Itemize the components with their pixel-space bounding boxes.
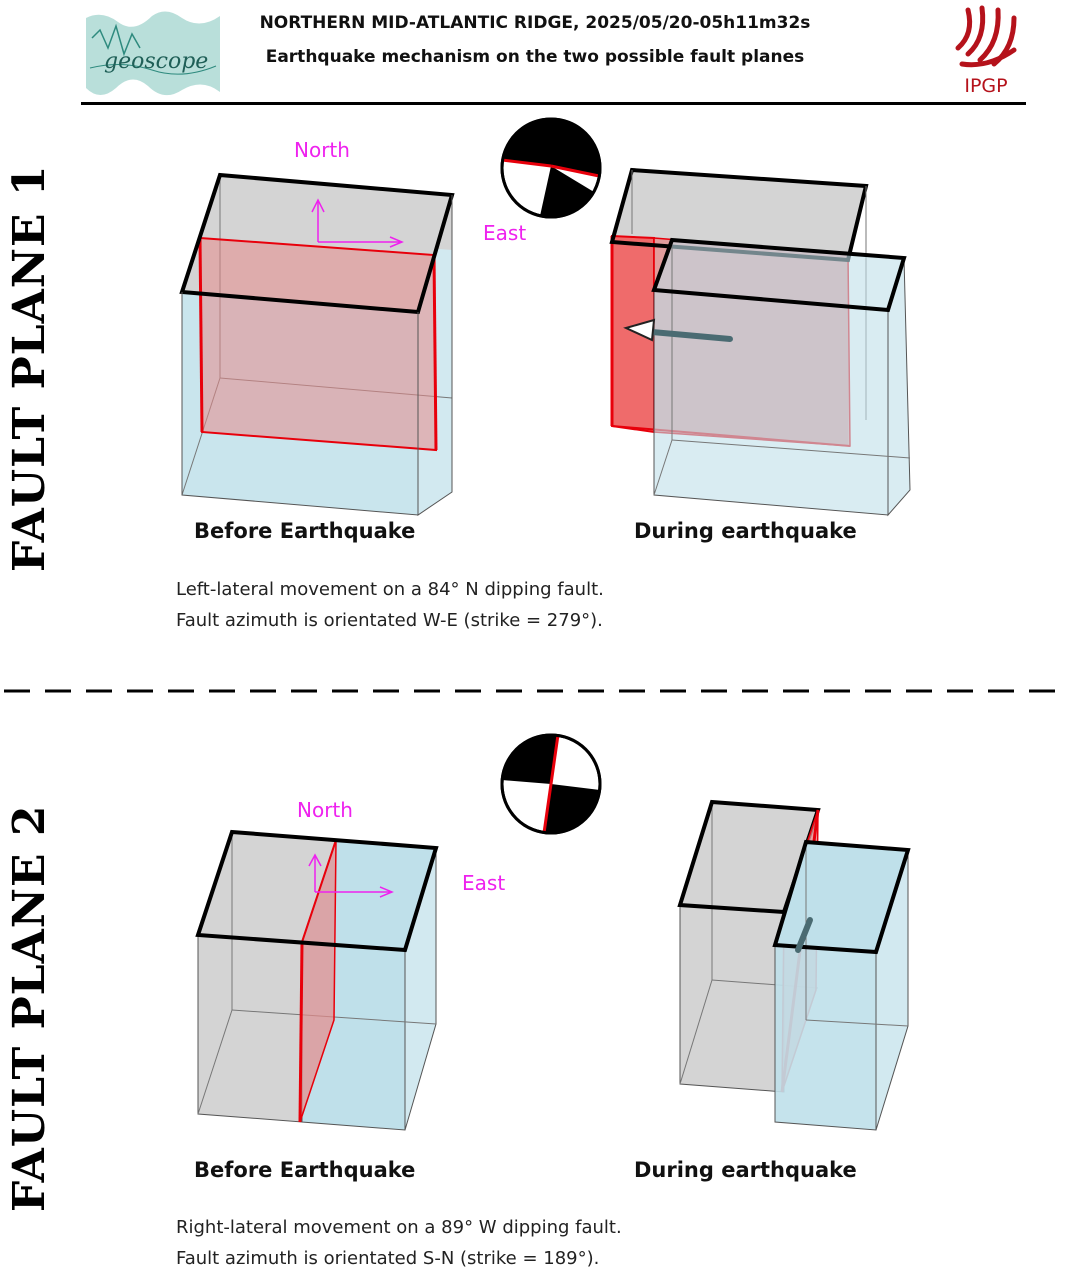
panel-separator xyxy=(4,689,1067,693)
slip-arrow-1 xyxy=(623,318,733,342)
ipgp-logo: IPGP xyxy=(955,5,1017,97)
before-earthquake-label-1: Before Earthquake xyxy=(194,519,416,543)
geoscope-logo-text: geoscope xyxy=(104,49,208,74)
page-title: NORTHERN MID-ATLANTIC RIDGE, 2025/05/20-… xyxy=(259,13,811,33)
fault-plane-2-diagram xyxy=(195,733,911,1131)
ipgp-logo-text: IPGP xyxy=(964,75,1007,97)
before-block-2 xyxy=(195,829,439,1131)
page-subtitle: Earthquake mechanism on the two possible… xyxy=(265,47,805,67)
before-block-1 xyxy=(179,172,455,516)
north-label-1: North xyxy=(294,138,350,162)
during-block-1 xyxy=(609,167,911,517)
north-label-2: North xyxy=(297,798,353,822)
east-label-1: East xyxy=(483,221,527,245)
before-earthquake-label-2: Before Earthquake xyxy=(194,1158,416,1182)
description-1: Left-lateral movement on a 84° N dipping… xyxy=(176,574,604,636)
slip-arrow-2 xyxy=(795,917,813,953)
header: geoscope NORTHERN MID-ATLANTIC RIDGE, 20… xyxy=(0,0,1071,110)
east-label-2: East xyxy=(462,871,506,895)
north-east-arrows-2 xyxy=(308,853,394,898)
north-east-arrows-1 xyxy=(311,198,404,248)
description-1-line1: Left-lateral movement on a 84° N dipping… xyxy=(176,579,604,600)
fault-plane-1-diagram xyxy=(179,117,911,517)
description-1-line2: Fault azimuth is orientated W-E (strike … xyxy=(176,610,603,631)
fault-plane-1-before xyxy=(198,236,438,452)
description-2-line2: Fault azimuth is orientated S-N (strike … xyxy=(176,1248,600,1269)
description-2-line1: Right-lateral movement on a 89° W dippin… xyxy=(176,1217,622,1238)
during-earthquake-label-1: During earthquake xyxy=(634,519,857,543)
beachball-1 xyxy=(500,117,602,219)
description-2: Right-lateral movement on a 89° W dippin… xyxy=(176,1212,622,1274)
during-earthquake-label-2: During earthquake xyxy=(634,1158,857,1182)
header-rule xyxy=(81,102,1026,105)
beachball-2 xyxy=(500,733,602,835)
during-block-2 xyxy=(677,799,911,1131)
geoscope-logo: geoscope xyxy=(86,11,220,96)
